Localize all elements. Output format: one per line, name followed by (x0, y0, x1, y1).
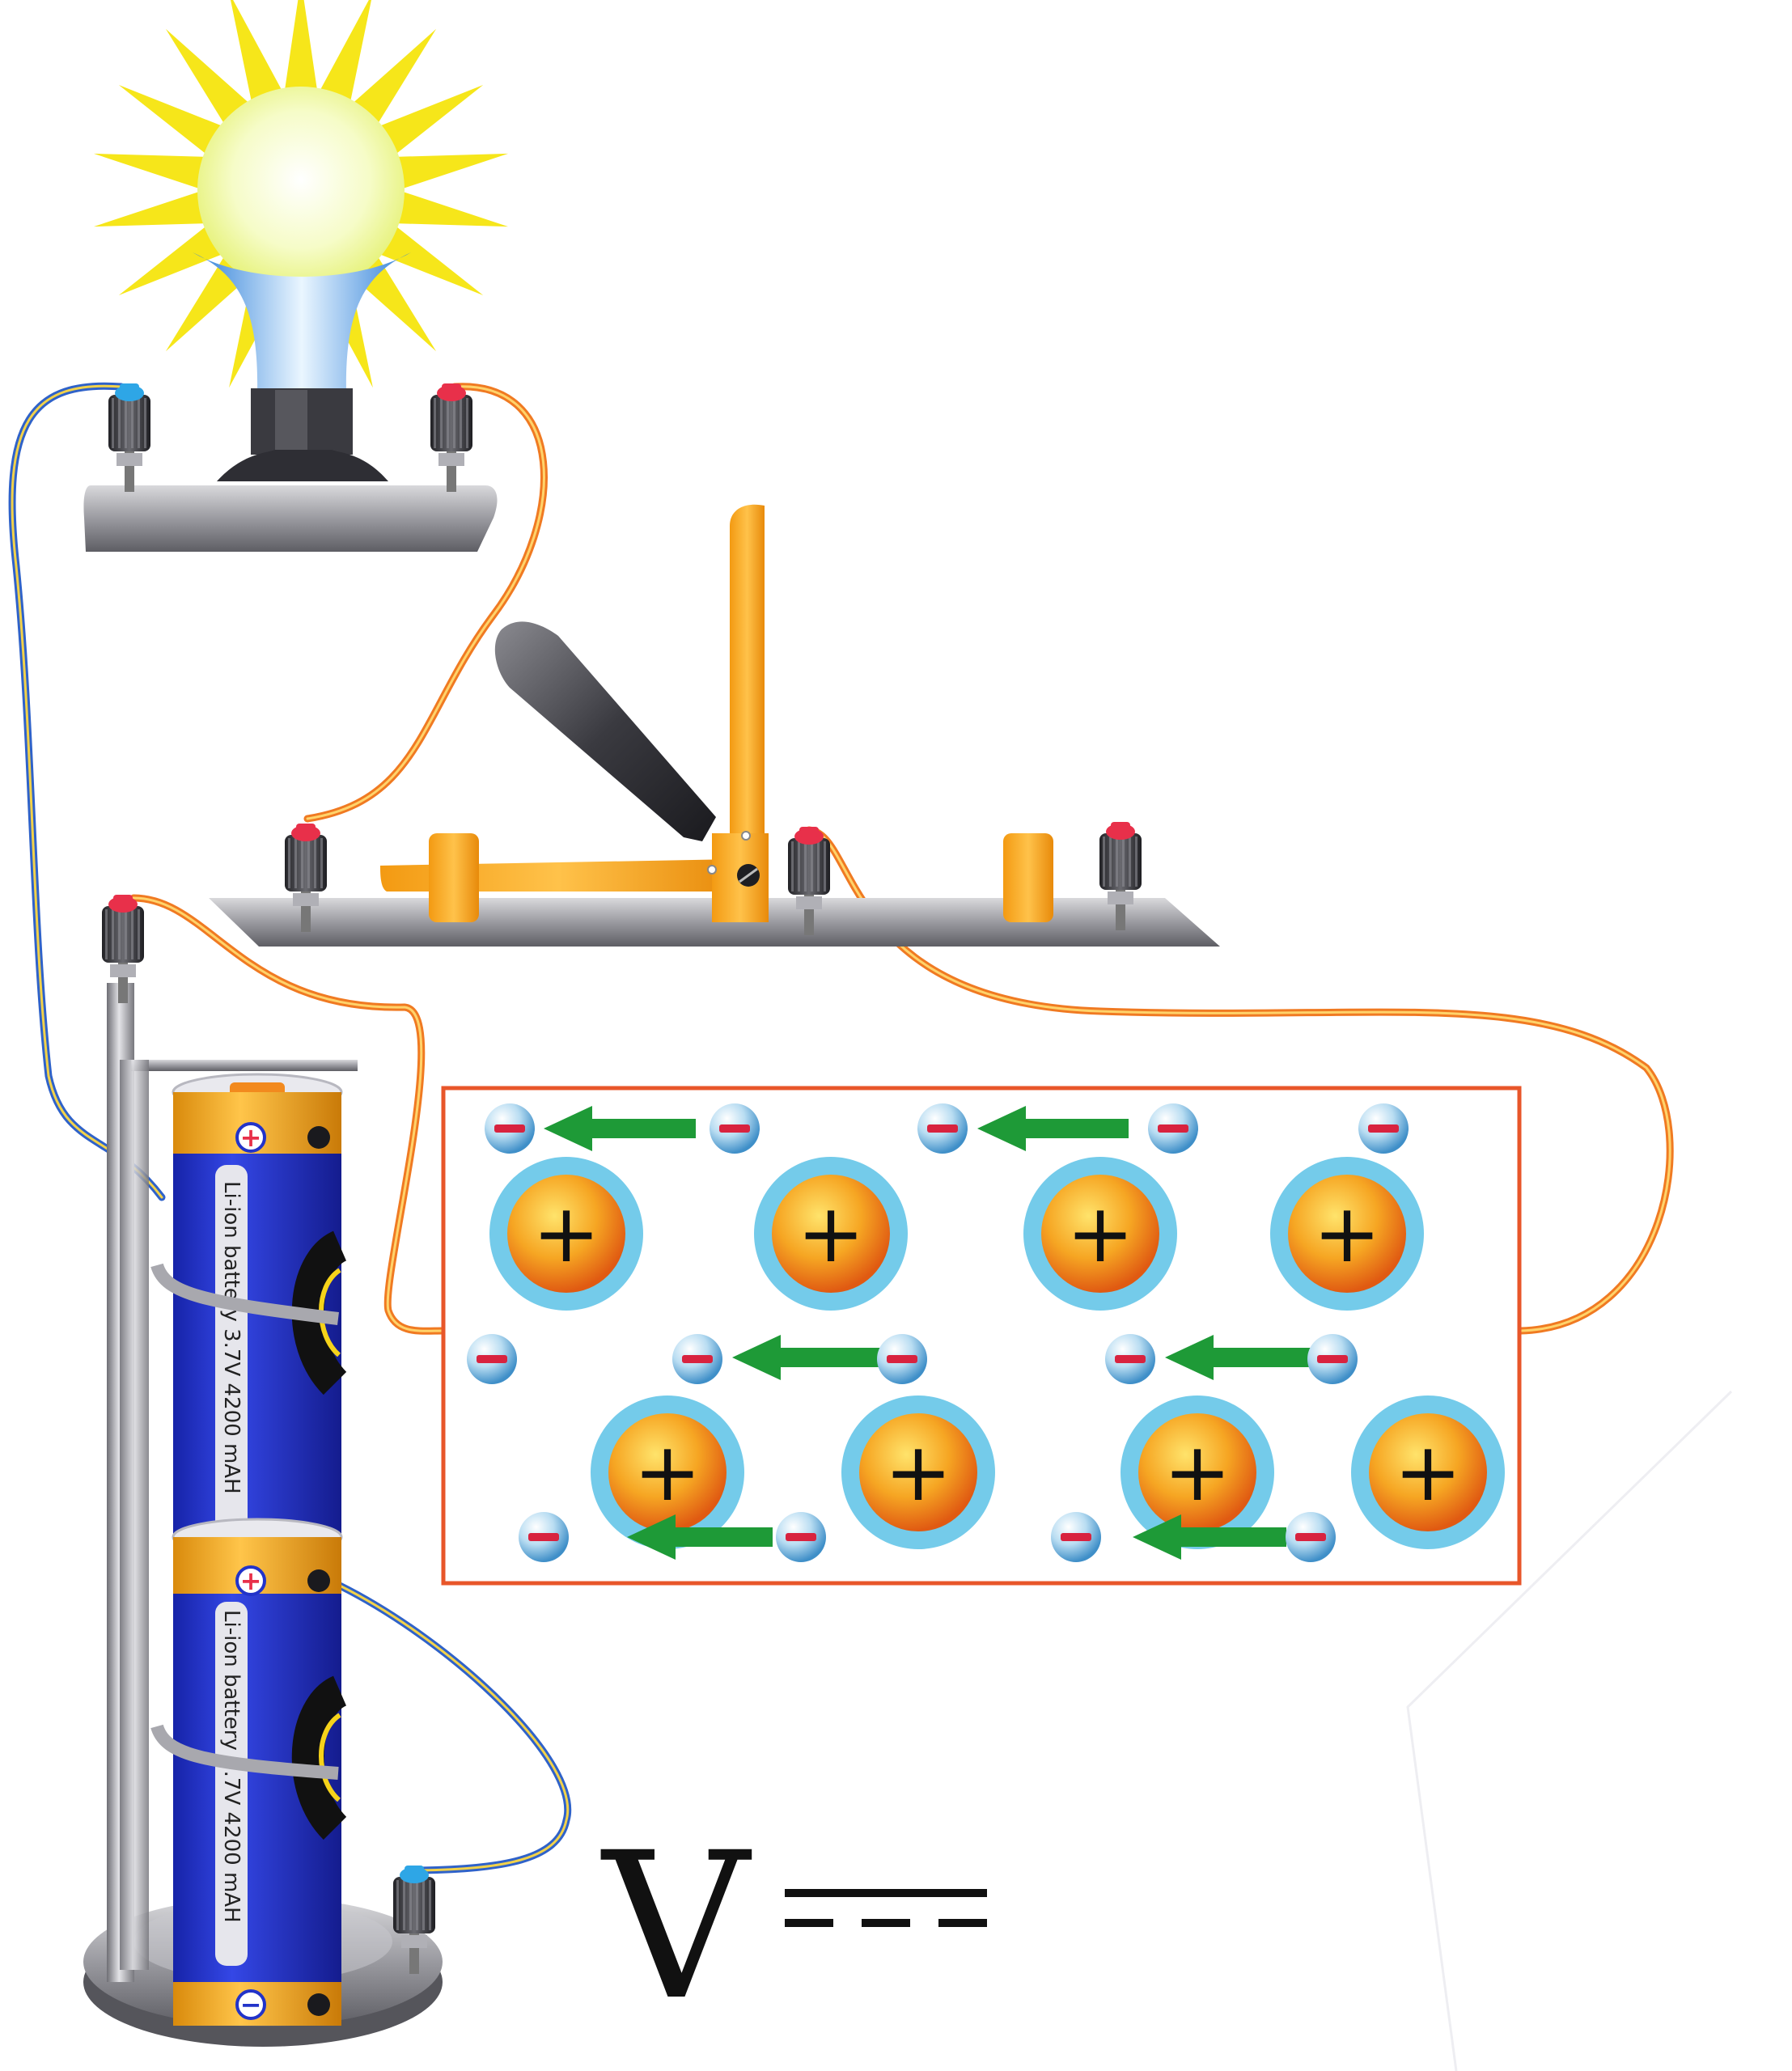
battery-cell-2: + − Li-ion battery 3.7V 4200 mAH (150, 1518, 348, 2026)
free-electron (776, 1512, 826, 1562)
free-electron (1051, 1512, 1101, 1562)
cell-negative-icon (235, 1989, 266, 2020)
terminal-knob-icon (102, 895, 144, 1003)
positive-ion: + (1121, 1395, 1274, 1549)
free-electron (1358, 1103, 1409, 1154)
drift-arrow (1165, 1335, 1315, 1380)
dc-voltage-symbol: V (600, 1809, 987, 2044)
ion-plus-sign: + (532, 1186, 600, 1281)
electron-minus-sign (927, 1124, 958, 1133)
dc-solid-line (785, 1889, 987, 1897)
positive-ion: + (754, 1157, 908, 1311)
free-electron (1148, 1103, 1198, 1154)
electron-minus-sign (887, 1355, 917, 1363)
drift-arrow (627, 1514, 773, 1560)
cell-positive-icon (235, 1122, 266, 1153)
bulb-base-plate (83, 485, 498, 552)
free-electron (1286, 1512, 1336, 1562)
cell-logo-icon (307, 1126, 330, 1149)
drift-arrow (544, 1106, 696, 1151)
ion-plus-sign: + (797, 1186, 865, 1281)
terminals (102, 383, 1142, 1974)
voltage-letter: V (600, 1809, 752, 2044)
free-electron (877, 1334, 927, 1384)
free-electron (467, 1334, 517, 1384)
dc-dash-3 (938, 1919, 987, 1927)
bulb-neck (193, 252, 411, 395)
switch-handle (494, 621, 716, 841)
dc-dash-1 (785, 1919, 833, 1927)
free-electron (1307, 1334, 1358, 1384)
drift-arrow (977, 1106, 1129, 1151)
terminal-knob-icon (430, 383, 472, 492)
cell-negative-sign: − (240, 1989, 262, 2020)
free-electron (672, 1334, 722, 1384)
electron-minus-sign (1158, 1124, 1188, 1133)
electron-minus-sign (786, 1533, 816, 1541)
electron-minus-sign (1317, 1355, 1348, 1363)
electron-minus-sign (494, 1124, 525, 1133)
electron-minus-sign (1368, 1124, 1399, 1133)
ion-plus-sign: + (1394, 1425, 1462, 1519)
cell-label: Li-ion battery 3.7V 4200 mAH (219, 1181, 244, 1494)
positive-ion: + (591, 1395, 744, 1549)
terminal-knob-icon (1099, 822, 1142, 930)
electron-minus-sign (528, 1533, 559, 1541)
electron-minus-sign (1061, 1533, 1091, 1541)
free-electron (485, 1103, 535, 1154)
positive-ion: + (841, 1395, 995, 1549)
drift-arrow (1133, 1514, 1286, 1560)
terminal-knob-icon (393, 1866, 435, 1974)
ion-plus-sign: + (1313, 1186, 1381, 1281)
positive-ion: + (1270, 1157, 1424, 1311)
cell-positive-icon (235, 1565, 266, 1596)
light-bulb (83, 0, 509, 552)
drift-arrow (732, 1335, 882, 1380)
electron-minus-sign (1115, 1355, 1146, 1363)
electron-minus-sign (682, 1355, 713, 1363)
knife-switch (209, 504, 1220, 947)
switch-blade-vertical (730, 504, 765, 890)
terminal-knob-icon (788, 827, 830, 935)
free-electron (710, 1103, 760, 1154)
ion-plus-sign: + (1163, 1425, 1231, 1519)
free-electron (1105, 1334, 1155, 1384)
terminal-knob-icon (108, 383, 150, 492)
electron-minus-sign (719, 1124, 750, 1133)
electron-minus-sign (477, 1355, 507, 1363)
ion-plus-sign: + (1066, 1186, 1134, 1281)
ion-plus-sign: + (884, 1425, 952, 1519)
free-electron (519, 1512, 569, 1562)
bulb-glow (197, 87, 405, 294)
positive-ion: + (1023, 1157, 1177, 1311)
dc-dash-2 (862, 1919, 910, 1927)
cell-positive-sign: + (240, 1565, 262, 1596)
conductor-lattice: + + + + + + + + (467, 1103, 1505, 1562)
positive-ion: + (1351, 1395, 1505, 1549)
positive-ion: + (489, 1157, 643, 1311)
free-electron (917, 1103, 968, 1154)
wire-battery-to-base (336, 1582, 572, 1874)
cell-positive-sign: + (240, 1122, 262, 1153)
ion-plus-sign: + (633, 1425, 701, 1519)
terminal-knob-icon (285, 824, 327, 932)
background-trace (1406, 1390, 1733, 2071)
electron-minus-sign (1295, 1533, 1326, 1541)
